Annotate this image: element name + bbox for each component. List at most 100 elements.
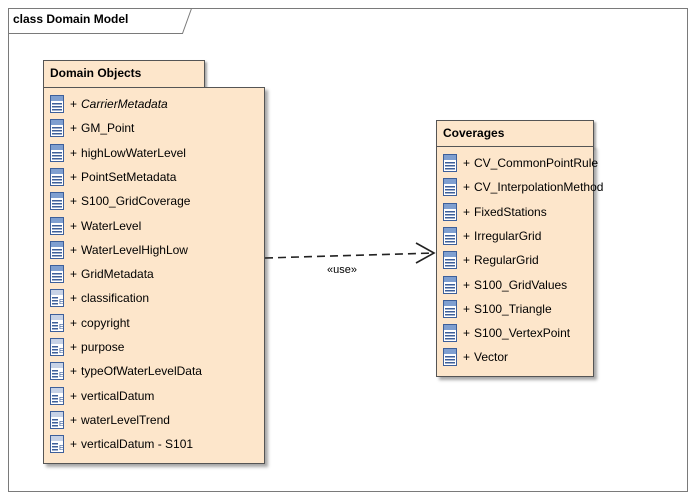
package-item[interactable]: +WaterLevelHighLow (50, 238, 188, 262)
class-icon (443, 251, 457, 270)
class-icon (50, 192, 64, 211)
item-name: verticalDatum (81, 388, 155, 403)
visibility-marker: + (463, 326, 471, 341)
dependency-line (264, 252, 435, 259)
package-item[interactable]: E +typeOfWaterLevelData (50, 359, 202, 383)
package-item[interactable]: +S100_GridCoverage (50, 189, 190, 213)
item-name: copyright (81, 315, 130, 330)
class-icon (443, 178, 457, 197)
class-icon (443, 299, 457, 318)
class-icon (50, 143, 64, 162)
package-body-domain-objects[interactable]: +CarrierMetadata+GM_Point+highLowWaterLe… (43, 87, 265, 464)
visibility-marker: + (463, 277, 471, 292)
item-name: verticalDatum - S101 (81, 437, 194, 452)
visibility-marker: + (70, 291, 78, 306)
package-item[interactable]: E +verticalDatum - S101 (50, 432, 193, 456)
svg-text:E: E (59, 397, 64, 404)
svg-text:E: E (59, 348, 64, 355)
package-tab-domain-objects[interactable]: Domain Objects (43, 60, 205, 88)
item-name: typeOfWaterLevelData (81, 364, 202, 379)
enumeration-icon: E (50, 386, 64, 405)
item-name: CarrierMetadata (81, 97, 168, 111)
package-item[interactable]: E+purpose (50, 335, 124, 359)
package-title-domain-objects: Domain Objects (50, 66, 142, 80)
class-icon (50, 167, 64, 186)
visibility-marker: + (70, 437, 78, 452)
package-title-coverages: Coverages (443, 126, 505, 140)
class-icon (443, 348, 457, 367)
item-name: purpose (81, 340, 125, 354)
enumeration-icon: E (50, 362, 64, 381)
item-name: waterLevelTrend (81, 412, 170, 427)
svg-text:E: E (59, 421, 64, 428)
package-item[interactable]: E +copyright (50, 311, 130, 335)
svg-text:E: E (59, 324, 64, 331)
enumeration-icon: E (50, 338, 64, 356)
visibility-marker: + (70, 169, 78, 184)
package-item[interactable]: +CV_InterpolationMethod (443, 175, 603, 199)
visibility-marker: + (463, 156, 471, 170)
enumeration-icon: E (50, 410, 64, 429)
item-name: Vector (474, 350, 509, 365)
package-item[interactable]: +S100_GridValues (443, 273, 567, 297)
class-icon (50, 240, 64, 259)
visibility-marker: + (70, 145, 78, 160)
package-item[interactable]: +S100_VertexPoint (443, 321, 570, 345)
visibility-marker: + (463, 228, 471, 243)
visibility-marker: + (70, 242, 78, 257)
visibility-marker: + (70, 315, 78, 330)
item-name: S100_Triangle (474, 301, 552, 316)
class-icon (443, 275, 457, 294)
package-item[interactable]: +FixedStations (443, 200, 547, 224)
visibility-marker: + (70, 412, 78, 427)
visibility-marker: + (463, 204, 471, 219)
item-name: CV_InterpolationMethod (474, 180, 604, 195)
package-item[interactable]: +PointSetMetadata (50, 165, 176, 189)
svg-text:E: E (59, 299, 64, 306)
package-item[interactable]: E+classification (50, 286, 149, 310)
visibility-marker: + (70, 388, 78, 403)
enumeration-icon: E (50, 289, 64, 308)
item-name: PointSetMetadata (81, 169, 177, 184)
item-name: S100_GridCoverage (81, 194, 191, 209)
package-item[interactable]: +RegularGrid (443, 248, 539, 272)
package-body-coverages[interactable]: +CV_CommonPointRule+CV_InterpolationMeth… (436, 146, 603, 377)
class-icon (443, 154, 457, 172)
item-name: FixedStations (474, 204, 547, 219)
package-item[interactable]: E +verticalDatum (50, 384, 154, 408)
package-item[interactable]: +Vector (443, 345, 508, 369)
enumeration-icon: E (50, 435, 64, 454)
item-name: WaterLevelHighLow (81, 242, 188, 257)
class-icon (443, 202, 457, 221)
package-item[interactable]: +CarrierMetadata (50, 92, 168, 116)
visibility-marker: + (463, 253, 471, 268)
item-name: CV_CommonPointRule (474, 156, 599, 170)
item-name: WaterLevel (81, 218, 142, 233)
package-item[interactable]: +IrregularGrid (443, 224, 541, 248)
item-name: IrregularGrid (474, 228, 542, 243)
class-icon (50, 265, 64, 284)
class-icon (50, 216, 64, 235)
enumeration-icon: E (50, 313, 64, 332)
class-icon (443, 226, 457, 245)
package-item[interactable]: +CV_CommonPointRule (443, 151, 598, 175)
visibility-marker: + (463, 180, 471, 195)
package-item[interactable]: E +waterLevelTrend (50, 408, 170, 432)
dependency-stereotype-label: «use» (327, 264, 357, 276)
package-item[interactable]: +S100_Triangle (443, 297, 552, 321)
visibility-marker: + (70, 267, 78, 282)
frame-tab-outline (8, 8, 192, 34)
visibility-marker: + (70, 121, 78, 136)
frame-title: class Domain Model (13, 12, 129, 26)
package-item[interactable]: +GridMetadata (50, 262, 154, 286)
item-name: S100_GridValues (474, 277, 568, 292)
package-item[interactable]: +highLowWaterLevel (50, 141, 186, 165)
svg-text:E: E (59, 372, 64, 379)
class-icon (443, 324, 457, 343)
package-item[interactable]: +GM_Point (50, 116, 134, 140)
package-item[interactable]: +WaterLevel (50, 214, 141, 238)
visibility-marker: + (463, 301, 471, 316)
visibility-marker: + (70, 364, 78, 379)
visibility-marker: + (70, 218, 78, 233)
